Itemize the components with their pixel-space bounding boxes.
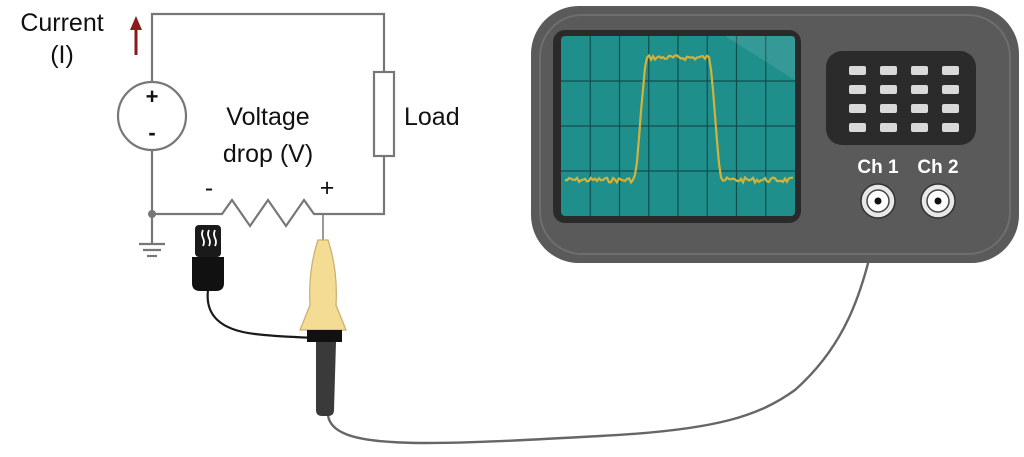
- junction-node: [148, 210, 156, 218]
- signal-trace: [564, 53, 794, 185]
- current-symbol-label: (I): [50, 41, 74, 69]
- plus-terminal-label: +: [320, 174, 335, 202]
- load-resistor: [372, 70, 396, 158]
- probe-tip: [299, 239, 347, 331]
- wire-source-to-ground-node: [150, 150, 212, 216]
- ground-clip: [192, 225, 224, 291]
- keypad-button[interactable]: [942, 85, 959, 94]
- voltage-drop-symbol-label: drop (V): [223, 140, 313, 168]
- keypad-button[interactable]: [942, 104, 959, 113]
- keypad-button[interactable]: [849, 123, 866, 132]
- keypad-button[interactable]: [911, 123, 928, 132]
- screen-glare: [725, 36, 795, 80]
- keypad-button[interactable]: [880, 104, 897, 113]
- load-label: Load: [404, 103, 460, 131]
- screen-grid: [561, 36, 795, 216]
- minus-terminal-label: -: [205, 174, 213, 202]
- keypad-button[interactable]: [880, 85, 897, 94]
- sense-resistor: [212, 198, 323, 228]
- ch1-label: Ch 1: [857, 157, 899, 178]
- circuit: + -: [116, 12, 396, 258]
- source-plus-sign: +: [146, 84, 159, 109]
- probe-handle: [316, 342, 336, 416]
- wire-top: [150, 12, 386, 83]
- voltage-drop-label: Voltage: [226, 103, 309, 131]
- ch1-connector[interactable]: [860, 183, 896, 219]
- keypad-button[interactable]: [911, 66, 928, 75]
- current-label: Current: [20, 9, 103, 37]
- keypad: [849, 66, 959, 132]
- keypad-button[interactable]: [880, 123, 897, 132]
- oscilloscope-probe: [299, 239, 347, 416]
- source-minus-sign: -: [148, 120, 155, 145]
- keypad-button[interactable]: [849, 85, 866, 94]
- ground-symbol-icon: [139, 242, 165, 258]
- ch2-connector[interactable]: [920, 183, 956, 219]
- wire-load-to-resistor: [323, 156, 386, 216]
- keypad-button[interactable]: [911, 104, 928, 113]
- keypad-button[interactable]: [849, 66, 866, 75]
- keypad-button[interactable]: [942, 123, 959, 132]
- current-arrow-icon: [130, 16, 142, 55]
- probe-collar: [307, 330, 342, 342]
- oscilloscope: Ch 1 Ch 2: [531, 6, 1019, 263]
- voltage-source: [116, 80, 188, 152]
- keypad-button[interactable]: [911, 85, 928, 94]
- probe-cable: [326, 204, 882, 445]
- keypad-button[interactable]: [880, 66, 897, 75]
- ch2-label: Ch 2: [917, 157, 958, 178]
- ground-clip-cable: [206, 289, 315, 340]
- keypad-button[interactable]: [849, 104, 866, 113]
- keypad-button[interactable]: [942, 66, 959, 75]
